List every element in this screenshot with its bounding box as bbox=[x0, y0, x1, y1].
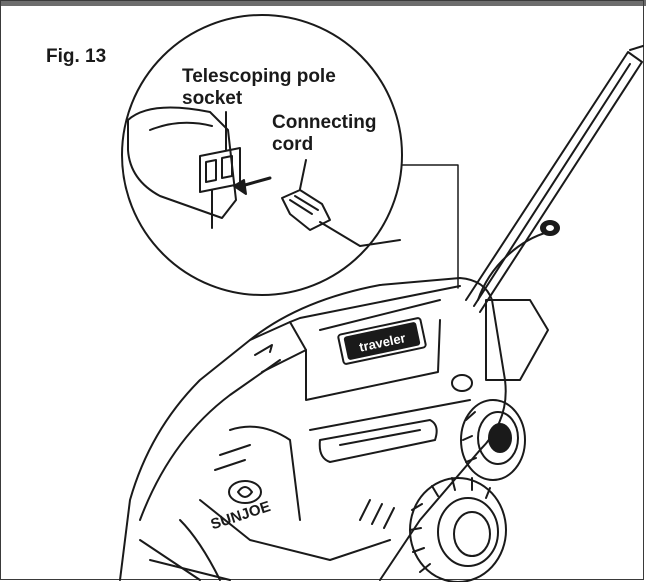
cord-callout-line1: Connecting bbox=[272, 112, 377, 133]
model-badge-text: traveler bbox=[358, 330, 407, 354]
brand-logo-mark bbox=[228, 480, 262, 504]
mower-body bbox=[119, 277, 507, 581]
socket-callout: Telescoping pole socket bbox=[182, 66, 336, 110]
handle-grip bbox=[318, 419, 438, 463]
cord-callout: Connecting cord bbox=[272, 112, 377, 156]
upper-wheel bbox=[460, 399, 526, 481]
lower-wheel bbox=[409, 477, 507, 582]
connecting-cord-external bbox=[477, 220, 560, 301]
zoom-leader-line bbox=[401, 164, 459, 289]
zoom-detail-circle bbox=[121, 14, 403, 296]
top-border-bar bbox=[0, 0, 646, 6]
telescoping-pole bbox=[465, 45, 644, 313]
pole-clamp bbox=[451, 299, 549, 392]
cord-callout-line2: cord bbox=[272, 134, 314, 155]
figure-label: Fig. 13 bbox=[46, 46, 107, 67]
model-badge bbox=[337, 317, 427, 365]
socket-callout-line2: socket bbox=[182, 88, 243, 109]
socket-callout-line1: Telescoping pole bbox=[182, 66, 336, 87]
brand-name: SUNJOE bbox=[209, 498, 273, 533]
